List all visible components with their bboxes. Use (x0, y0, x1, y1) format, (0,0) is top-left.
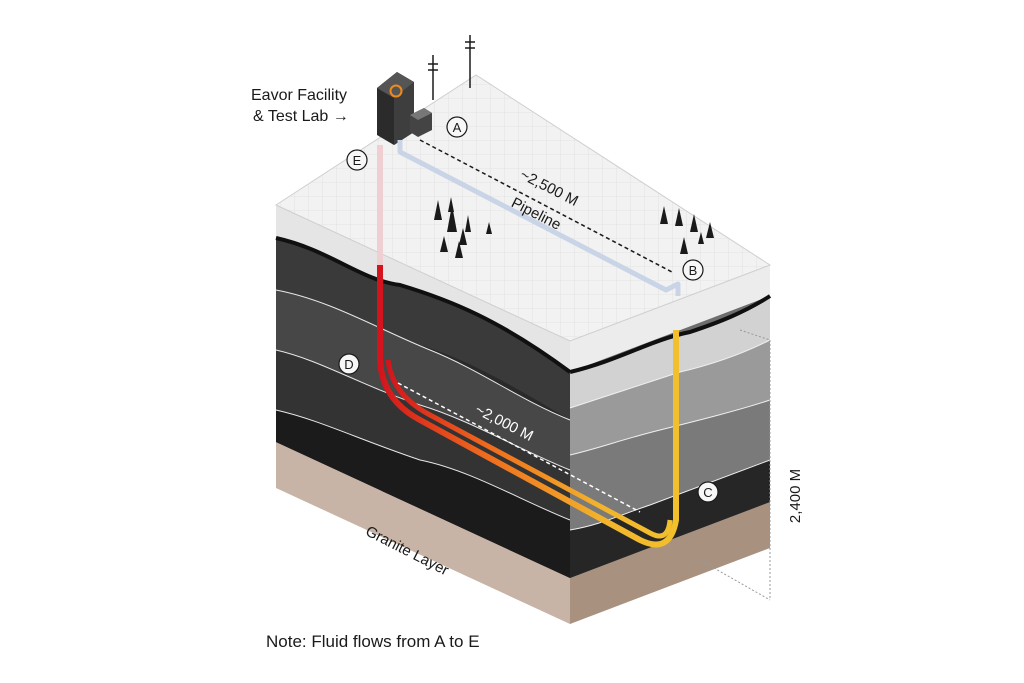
right-rock-face (569, 265, 772, 578)
facility-label-line1: Eavor Facility (251, 87, 347, 104)
svg-text:A: A (453, 120, 462, 135)
eavor-logo-icon (389, 84, 403, 98)
svg-text:E: E (353, 153, 362, 168)
left-rock-face (275, 205, 572, 578)
surface-pipeline (397, 140, 681, 296)
marker-e: E (346, 149, 368, 171)
svg-text:C: C (703, 485, 712, 500)
marker-c: C (697, 481, 719, 503)
depth-label: 2,400 M (787, 469, 804, 523)
svg-text:B: B (689, 263, 698, 278)
pipeline-distance-line (419, 139, 673, 273)
marker-a: A (446, 116, 468, 138)
lateral-distance-line (397, 382, 641, 513)
marker-d: D (338, 353, 360, 375)
svg-text:D: D (344, 357, 353, 372)
facility-label-line2: & Test Lab → (253, 108, 349, 125)
trees-cluster (434, 197, 714, 258)
eavor-facility-building (377, 72, 432, 145)
marker-b: B (682, 259, 704, 281)
flow-note: Note: Fluid flows from A to E (266, 632, 480, 651)
granite-layer (276, 440, 770, 624)
depth-bracket (699, 329, 771, 601)
power-poles (428, 35, 475, 100)
closed-loop-wellbore (377, 145, 679, 548)
